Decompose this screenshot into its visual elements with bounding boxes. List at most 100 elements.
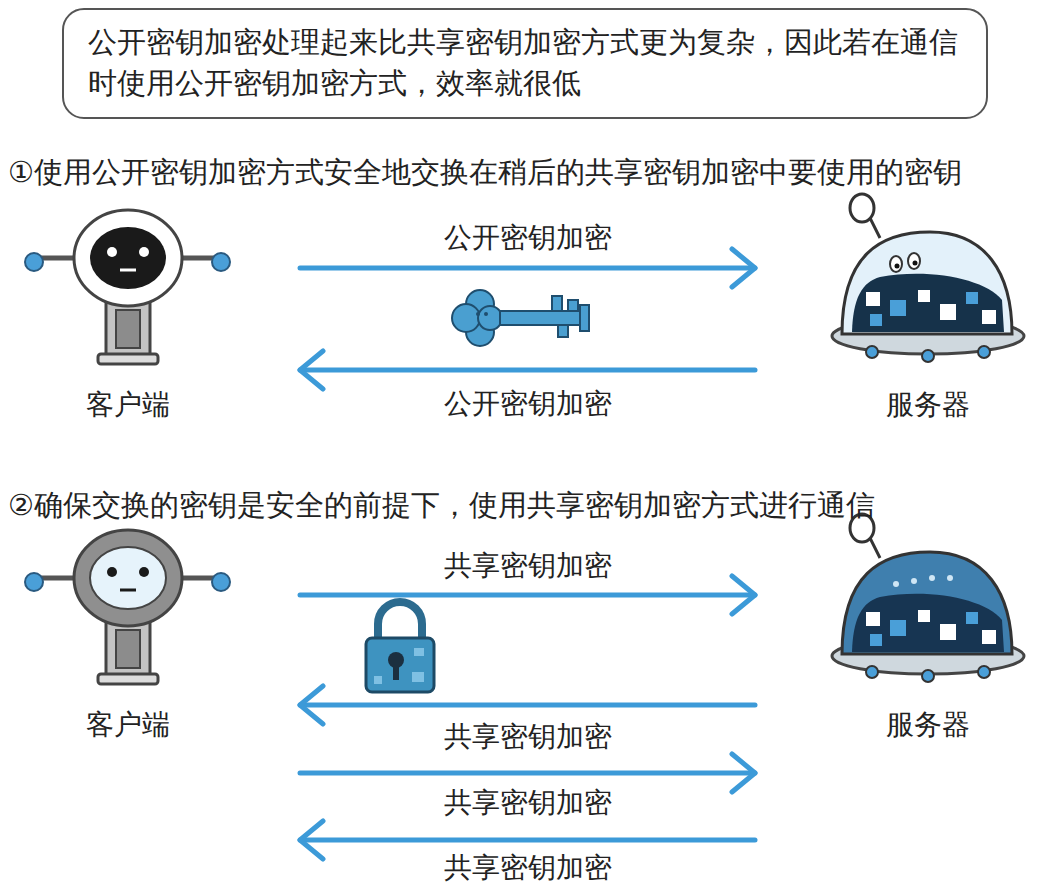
lock-icon-part xyxy=(378,602,422,640)
server-robot-part xyxy=(913,261,918,266)
key-icon-part xyxy=(500,311,584,325)
server-robot-part xyxy=(842,232,1012,334)
client-robot-part xyxy=(212,573,230,591)
server-robot-part xyxy=(911,578,917,584)
server-robot-part xyxy=(922,670,934,682)
client-robot-part xyxy=(120,269,136,272)
edge-label-holder: 公开密钥加密 xyxy=(438,386,618,421)
lock-icon-part xyxy=(366,638,434,692)
node-label: 服务器 xyxy=(828,707,1028,742)
edge-label-holder: 共享密钥加密 xyxy=(438,785,618,820)
server-robot-part xyxy=(908,253,920,269)
server-robot-part xyxy=(940,624,956,640)
server-robot-part xyxy=(982,310,996,324)
server-robot-part xyxy=(966,612,978,624)
client-robot-part xyxy=(74,210,182,306)
client-robot-part xyxy=(74,530,182,626)
server-robot-part xyxy=(918,610,930,622)
lock-icon-part xyxy=(393,664,399,680)
node-label: 客户端 xyxy=(20,707,236,742)
client-robot-part xyxy=(107,247,117,257)
server-robot-part xyxy=(842,552,1012,654)
key-icon xyxy=(452,290,589,346)
heading-holder: ②确保交换的密钥是安全的前提下，使用共享密钥加密方式进行通信 xyxy=(8,487,875,523)
arrow-connector xyxy=(300,368,755,373)
client-robot-part xyxy=(139,247,149,257)
key-icon-part xyxy=(484,312,488,316)
arrow-connector xyxy=(300,703,755,708)
client-robot-part xyxy=(116,630,140,668)
server-robot-part xyxy=(870,314,882,326)
server-robot-part xyxy=(890,256,902,272)
server-robot-part xyxy=(918,290,930,302)
key-icon-part xyxy=(558,325,568,337)
server-robot-part xyxy=(870,634,882,646)
server-robot-part xyxy=(929,575,935,581)
server-robot-part xyxy=(852,274,1004,332)
client-robot-part xyxy=(116,310,140,348)
server-robot-part xyxy=(895,264,900,269)
edge-label-holder: 公开密钥加密 xyxy=(438,220,618,255)
server-robot xyxy=(832,514,1024,682)
arrow-connector xyxy=(300,771,755,776)
client-robot-part xyxy=(40,256,78,261)
server-robot-part xyxy=(850,194,874,222)
server-node: 服务器 xyxy=(755,525,1027,870)
edge-label: 公开密钥加密 xyxy=(438,220,618,255)
client-node: 客户端 xyxy=(20,525,300,870)
edge-label-holder: 共享密钥加密 xyxy=(438,850,618,885)
server-robot-part xyxy=(978,346,990,358)
client-robot xyxy=(25,210,230,364)
key-icon-part xyxy=(476,312,480,316)
client-robot-part xyxy=(90,547,166,609)
client-robot-part xyxy=(107,567,117,577)
edge-label: 公开密钥加密 xyxy=(438,386,618,421)
lock-icon xyxy=(366,602,434,692)
server-robot-part xyxy=(866,292,880,306)
server-robot-part xyxy=(922,350,934,362)
key-icon-part xyxy=(568,300,578,311)
edge-label: 共享密钥加密 xyxy=(438,850,618,885)
server-robot-part xyxy=(866,346,878,358)
server-robot-part xyxy=(940,304,956,320)
server-robot-part xyxy=(978,666,990,678)
client-robot-part xyxy=(212,253,230,271)
server-robot-part xyxy=(947,575,953,581)
node-label: 客户端 xyxy=(20,387,236,422)
key-icon-part xyxy=(478,306,502,330)
step-heading: ①使用公开密钥加密方式安全地交换在稍后的共享密钥加密中要使用的密钥 xyxy=(8,154,962,190)
client-robot-part xyxy=(90,227,166,289)
server-robot-part xyxy=(890,620,906,636)
client-robot-part xyxy=(98,354,158,364)
node-label: 服务器 xyxy=(828,387,1028,422)
heading-holder: ①使用公开密钥加密方式安全地交换在稍后的共享密钥加密中要使用的密钥 xyxy=(8,154,962,190)
edge-label: 共享密钥加密 xyxy=(438,785,618,820)
client-robot-part xyxy=(40,576,78,581)
key-icon-part xyxy=(580,305,589,331)
arrow-connector xyxy=(300,593,755,598)
server-robot-part xyxy=(893,581,899,587)
note-box: 公开密钥加密处理起来比共享密钥加密方式更为复杂，因此若在通信时使用公开密钥加密方… xyxy=(62,8,988,119)
client-robot-part xyxy=(120,589,136,592)
client-robot-part xyxy=(25,253,43,271)
note-text: 公开密钥加密处理起来比共享密钥加密方式更为复杂，因此若在通信时使用公开密钥加密方… xyxy=(88,22,962,104)
edge-label-holder: 共享密钥加密 xyxy=(438,548,618,583)
client-robot-part xyxy=(139,567,149,577)
arrow-connector xyxy=(300,838,755,843)
edge-label: 共享密钥加密 xyxy=(438,719,618,754)
server-robot-part xyxy=(982,630,996,644)
lock-icon-part xyxy=(412,672,424,682)
key-icon-part xyxy=(552,296,562,311)
client-robot xyxy=(25,530,230,684)
edge-label-holder: 共享密钥加密 xyxy=(438,719,618,754)
step-heading: ②确保交换的密钥是安全的前提下，使用共享密钥加密方式进行通信 xyxy=(8,487,875,523)
server-robot-part xyxy=(852,594,1004,652)
server-robot-part xyxy=(866,612,880,626)
lock-icon-part xyxy=(414,648,424,656)
lock-icon-part xyxy=(374,676,382,684)
server-robot xyxy=(832,194,1024,362)
server-robot-part xyxy=(890,300,906,316)
